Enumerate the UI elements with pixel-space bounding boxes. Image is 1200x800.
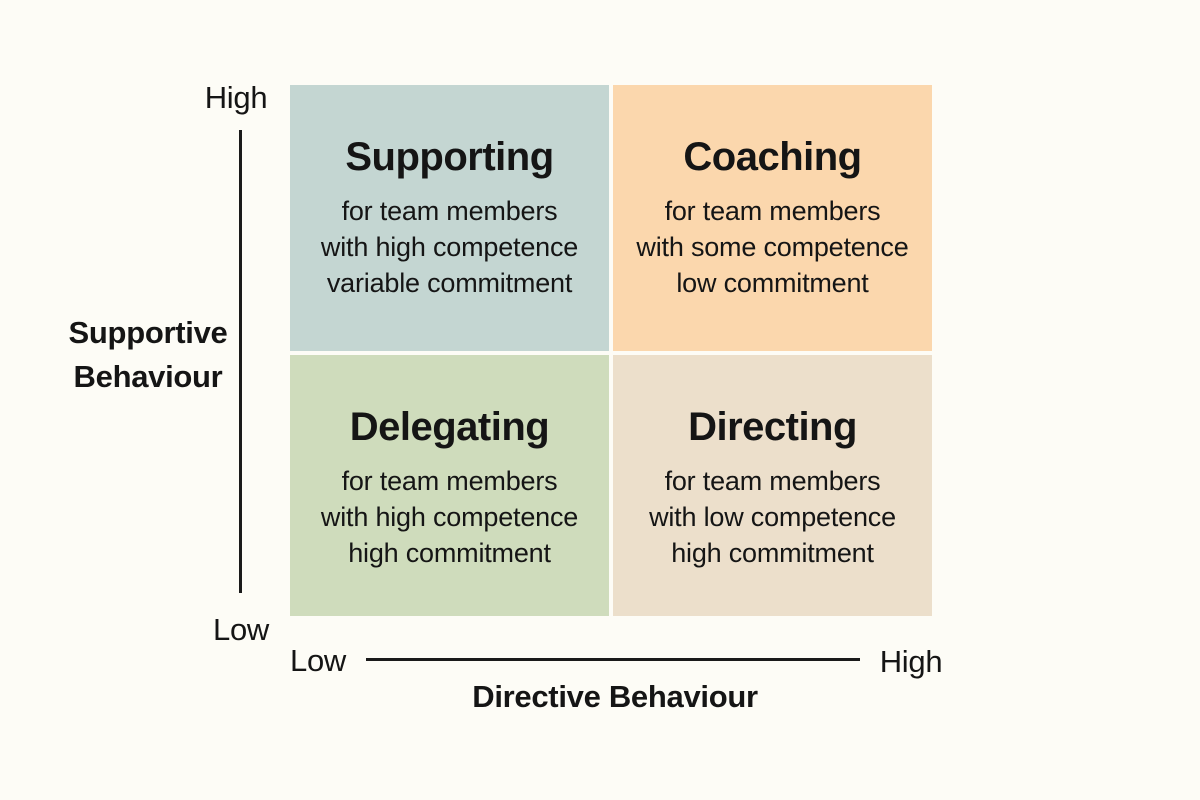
description-line: with some competence (636, 232, 909, 262)
description-line: with high competence (320, 502, 579, 532)
quadrant-directing-title: Directing (688, 405, 857, 449)
description-line: high commitment (348, 538, 551, 568)
quadrant-supporting-title: Supporting (345, 135, 554, 179)
quadrant-coaching: Coaching for team members with some comp… (613, 85, 932, 351)
description-line: for team members (341, 196, 558, 226)
description-line: for team members (664, 466, 881, 496)
quadrant-supporting: Supporting for team members with high co… (290, 85, 609, 351)
x-axis-low-label: Low (290, 643, 346, 678)
description-line: with high competence (320, 232, 579, 262)
description-line: for team members (341, 466, 558, 496)
y-axis-title: Supportive Behaviour (69, 311, 228, 399)
quadrant-directing: Directing for team members with low comp… (613, 355, 932, 616)
description-line: low commitment (676, 268, 869, 298)
quadrant-delegating-title: Delegating (349, 405, 550, 449)
y-axis-low-label: Low (213, 612, 269, 647)
x-axis-high-label: High (879, 644, 943, 679)
description-line: for team members (664, 196, 881, 226)
quadrant-delegating-description: for team members with high competence hi… (290, 463, 609, 571)
quadrant-directing-description: for team members with low competence hig… (613, 463, 932, 571)
description-line: high commitment (671, 538, 874, 568)
quadrant-supporting-description: for team members with high competence va… (290, 193, 609, 301)
quadrant-coaching-title: Coaching (683, 135, 862, 179)
quadrant-delegating: Delegating for team members with high co… (290, 355, 609, 616)
y-axis-title-line1: Supportive (68, 315, 228, 350)
y-axis-title-line2: Behaviour (73, 359, 223, 394)
description-line: variable commitment (326, 268, 573, 298)
description-line: with low competence (649, 502, 896, 532)
y-axis-line (239, 130, 242, 593)
y-axis-high-label: High (204, 80, 268, 115)
quadrant-coaching-description: for team members with some competence lo… (613, 193, 932, 301)
quadrant-grid: Supporting for team members with high co… (290, 85, 932, 616)
x-axis-line (366, 658, 860, 661)
x-axis-title: Directive Behaviour (472, 679, 758, 714)
